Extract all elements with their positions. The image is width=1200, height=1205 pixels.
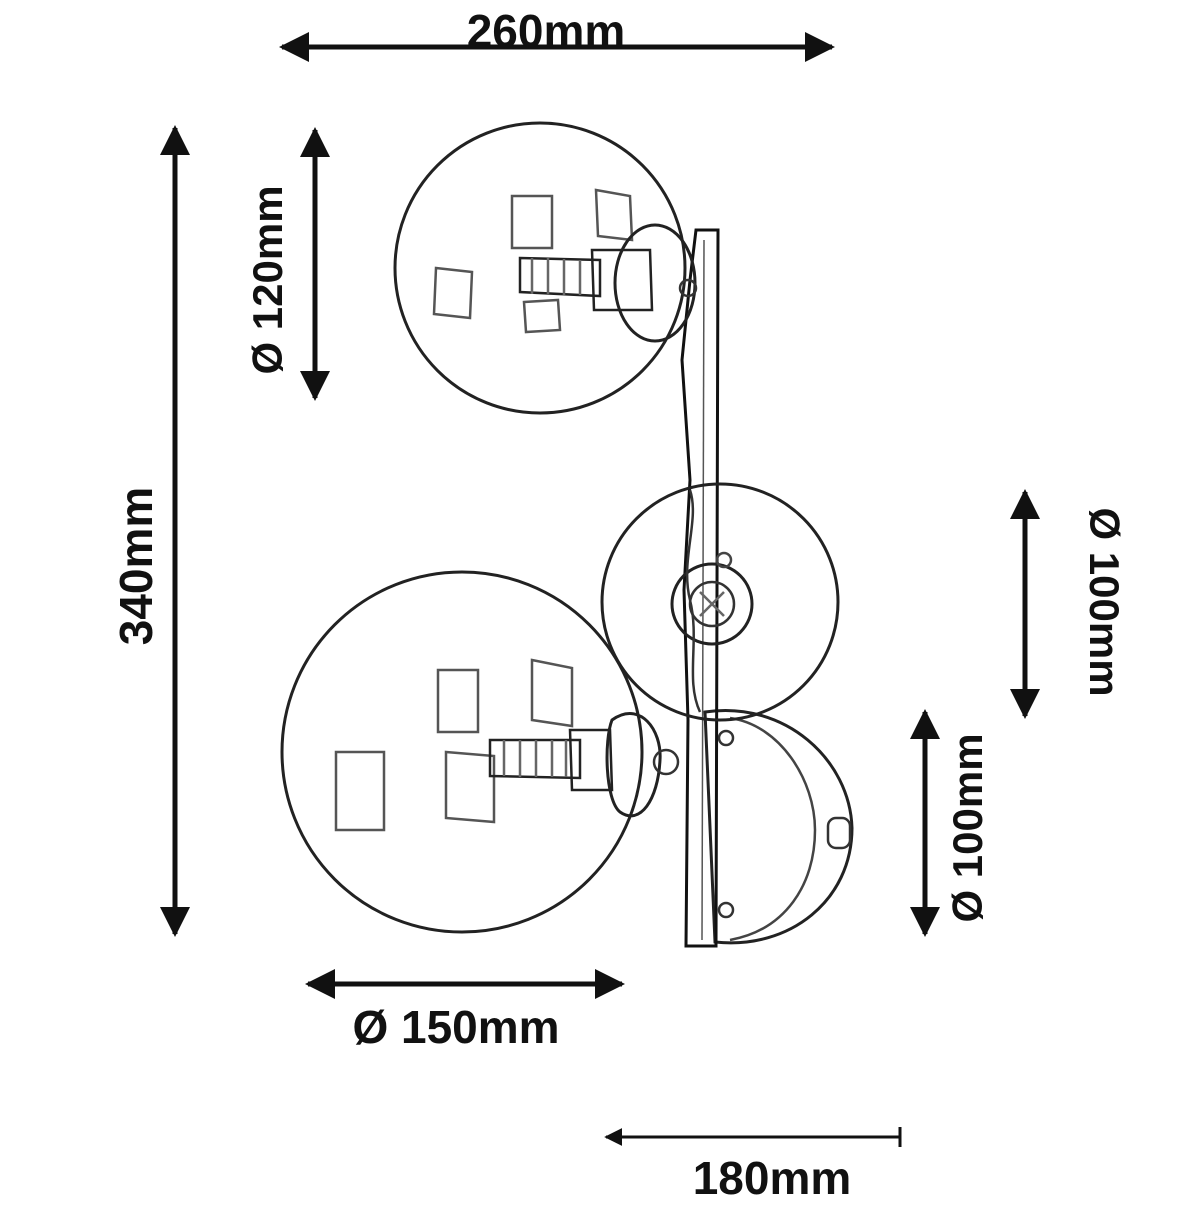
lamp-sketch	[280, 121, 854, 948]
upper-globe	[393, 121, 698, 415]
dim-height-total: 340mm	[110, 125, 190, 937]
dim-width-total: 260mm	[279, 5, 835, 62]
dim-depth: 180mm	[604, 1127, 902, 1204]
wall-plate	[703, 709, 854, 945]
dim-upper-globe: Ø 120mm	[244, 127, 330, 401]
dim-depth-label: 180mm	[693, 1152, 852, 1200]
dim-wall-plate: Ø 100mm	[910, 709, 991, 937]
dim-wall-plate-label: Ø 100mm	[944, 733, 991, 922]
dim-lower-globe: Ø 150mm	[305, 969, 625, 1053]
lower-globe	[280, 570, 680, 934]
dim-middle-globe-label: Ø 100mm	[1081, 507, 1128, 696]
dim-height-total-label: 340mm	[110, 487, 162, 646]
dim-upper-globe-label: Ø 120mm	[244, 185, 291, 374]
dim-width-total-label: 260mm	[467, 5, 626, 57]
dim-middle-globe: Ø 100mm	[1010, 489, 1128, 719]
dim-lower-globe-label: Ø 150mm	[352, 1001, 559, 1053]
middle-globe	[600, 482, 840, 722]
